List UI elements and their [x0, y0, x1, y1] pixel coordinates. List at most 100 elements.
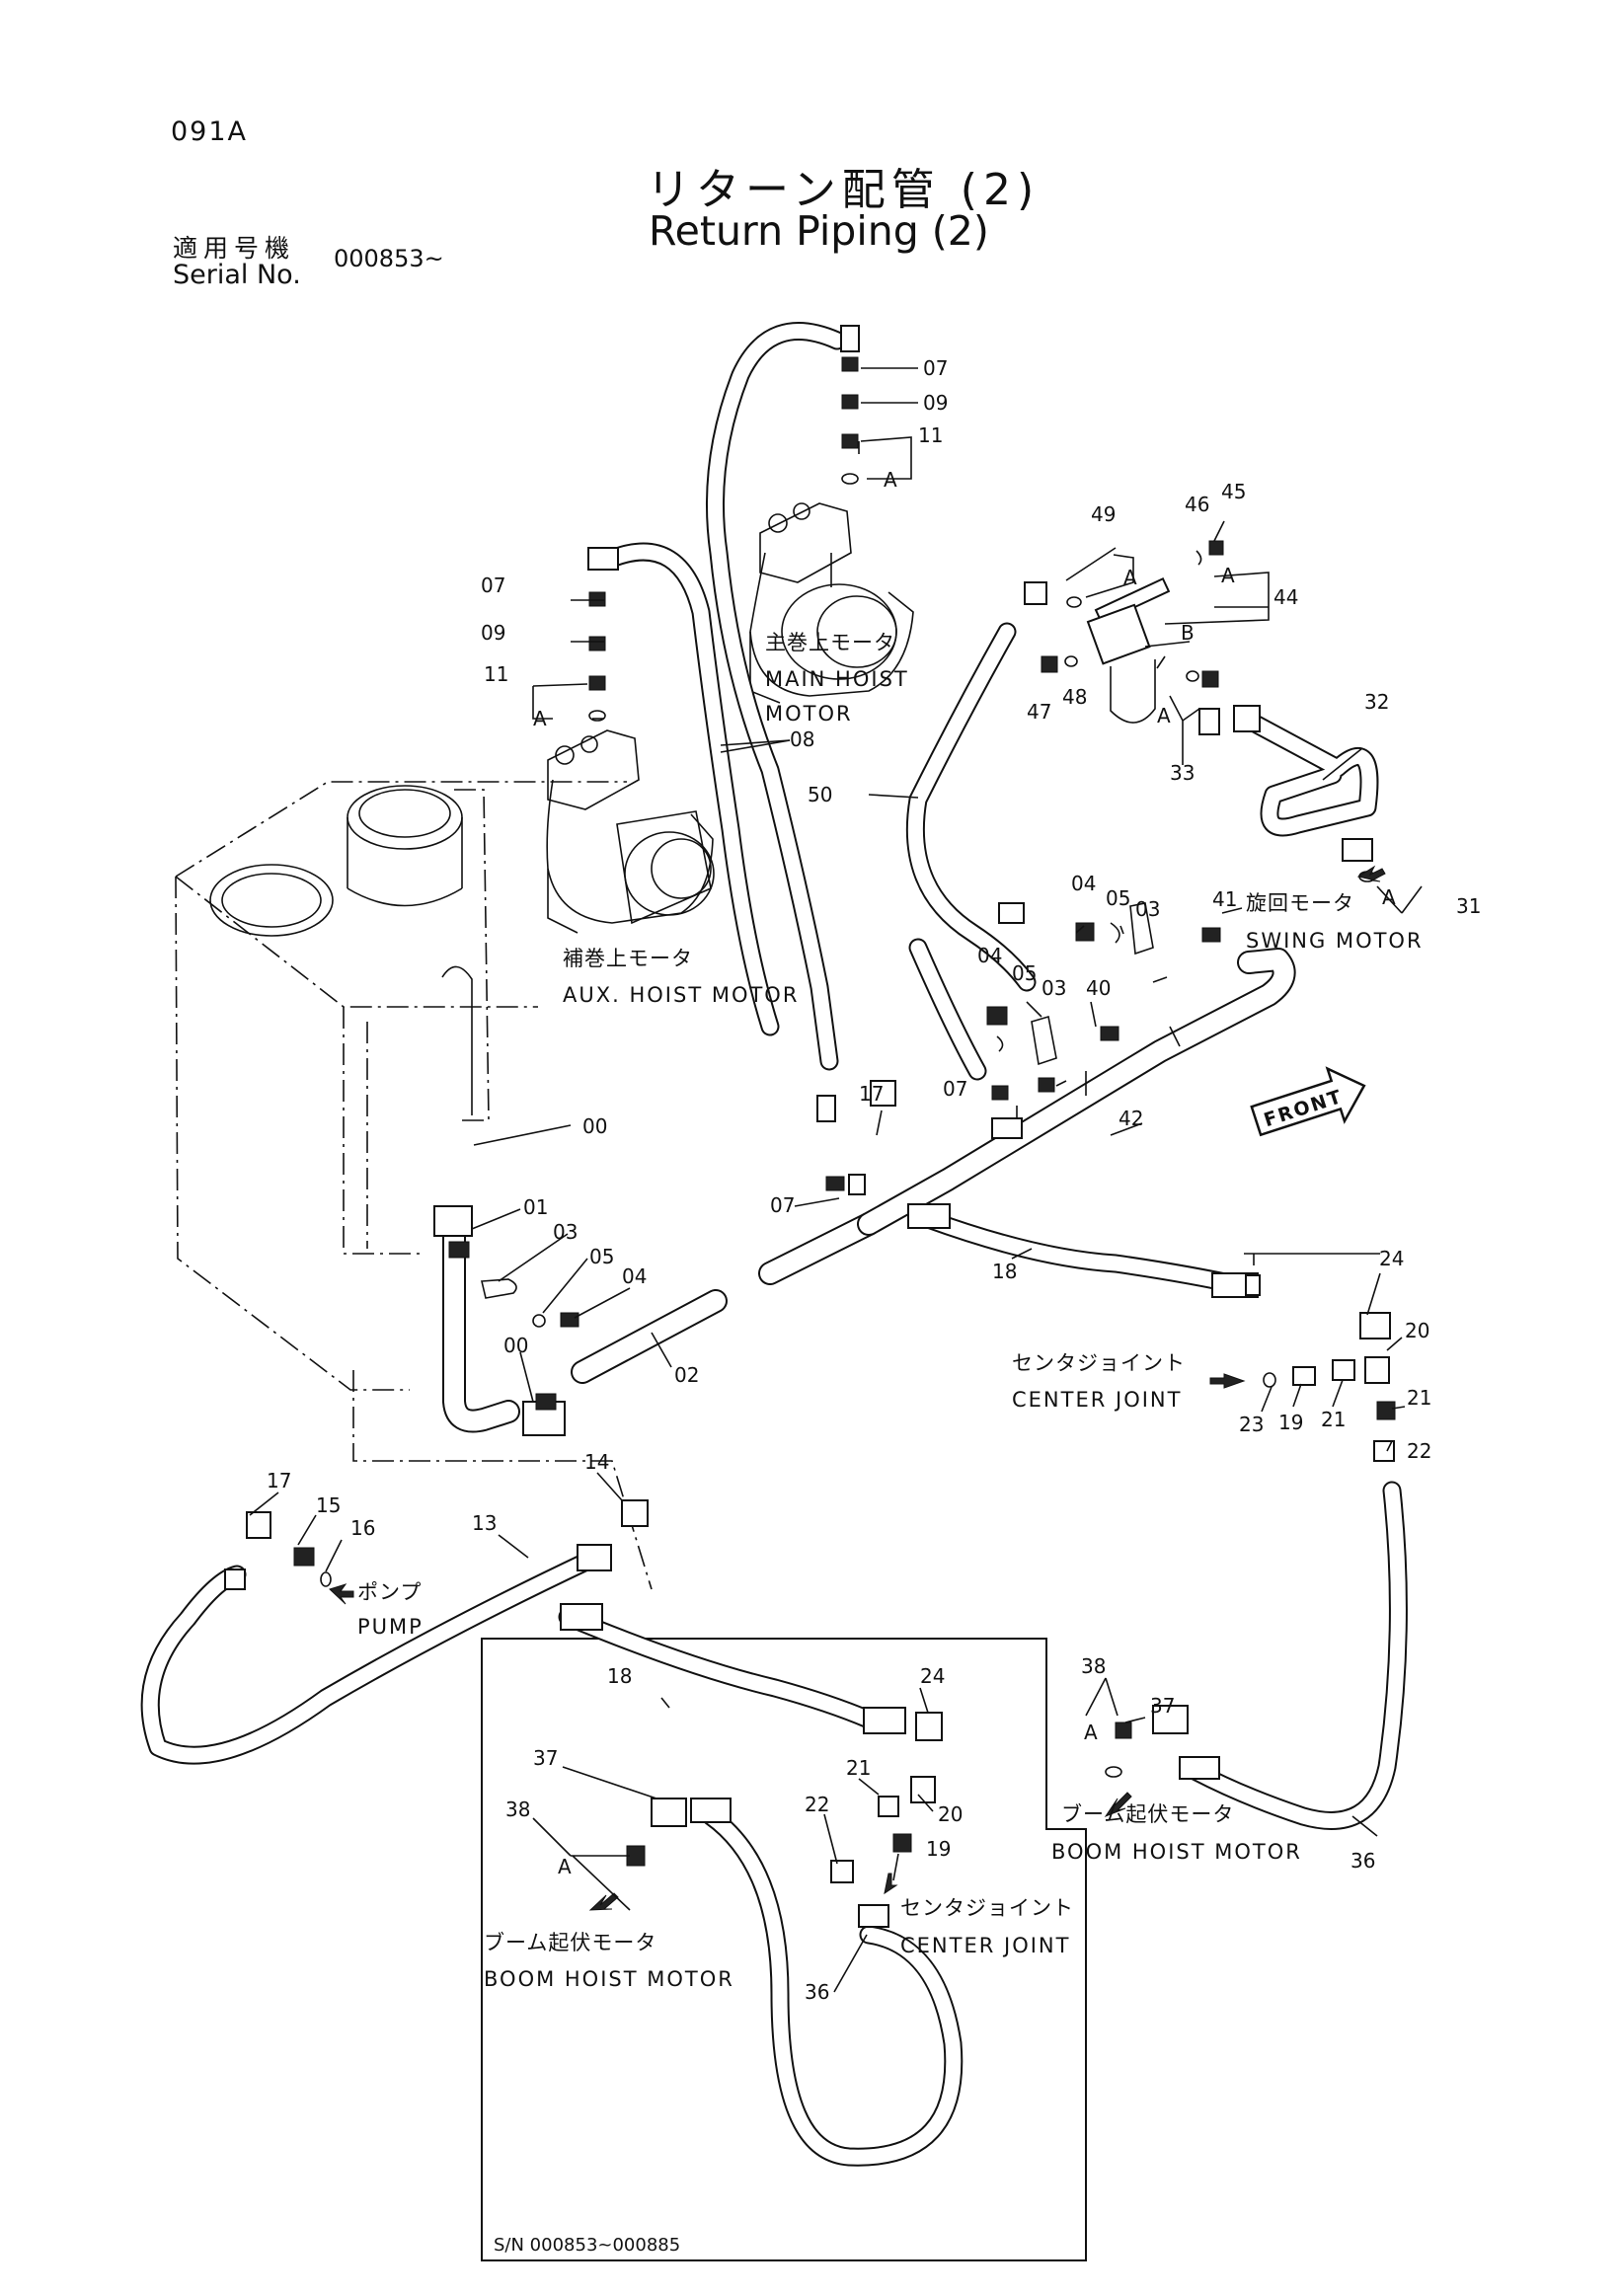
front-label: FRONT [1262, 1086, 1346, 1131]
callout-05-b: 05 [1012, 961, 1037, 985]
aux-hoist-motor-label-en: AUX. HOIST MOTOR [563, 983, 799, 1007]
main-hoist-motor-label-en-2: MOTOR [765, 702, 853, 726]
callout-aux-07: 07 [481, 574, 505, 597]
inset-callout-38: 38 [505, 1798, 530, 1821]
inset-callout-37: 37 [533, 1746, 558, 1770]
callout-33: 33 [1170, 761, 1195, 785]
callout-16: 16 [350, 1516, 375, 1540]
callout-33-a: A [1157, 704, 1171, 727]
main-hoist-motor-label-jp: 主巻上モータ [765, 631, 895, 654]
front-arrow: FRONT [1250, 1066, 1366, 1137]
callout-07-d: 07 [770, 1193, 795, 1217]
inset-callout-a: A [558, 1855, 572, 1878]
callout-38-a: A [1084, 1721, 1098, 1744]
callout-03-b: 03 [1041, 976, 1066, 1000]
hoses [140, 322, 1408, 1830]
callout-14: 14 [584, 1450, 609, 1474]
serial-label-japanese: 適用号機 [173, 234, 296, 263]
callout-01: 01 [523, 1195, 548, 1219]
pump-label-jp: ポンプ [357, 1580, 422, 1604]
callout-31: 31 [1456, 894, 1481, 918]
boom-hoist-motor-label-en: BOOM HOIST MOTOR [1051, 1840, 1302, 1864]
hydraulic-tank [175, 781, 653, 1590]
callout-13: 13 [472, 1511, 497, 1535]
inset-serial-range: S/N 000853~000885 [494, 2235, 680, 2256]
callout-48: 48 [1062, 685, 1087, 709]
callout-03-a: 03 [1135, 897, 1160, 921]
callout-00-b: 00 [503, 1334, 528, 1357]
callout-04-c: 04 [622, 1264, 647, 1288]
callout-05-a: 05 [1106, 886, 1130, 910]
callout-main-11: 11 [918, 423, 943, 447]
callout-main-09: 09 [923, 391, 948, 415]
callout-32: 32 [1364, 690, 1389, 714]
inset-center-joint-label-jp: センタジョイント [900, 1896, 1074, 1920]
callout-37: 37 [1150, 1694, 1175, 1718]
callout-03-c: 03 [553, 1220, 578, 1244]
callout-23: 23 [1239, 1413, 1264, 1436]
callout-08: 08 [790, 727, 814, 751]
callouts-main: 07 09 11 A 49 46 45 44 A B A 47 48 A 33 … [267, 356, 1481, 1873]
callout-18: 18 [992, 1260, 1017, 1283]
callout-04-b: 04 [977, 944, 1002, 967]
callout-41: 41 [1212, 887, 1237, 911]
inset-callout-36: 36 [805, 1980, 829, 2004]
center-joint-label-en: CENTER JOINT [1012, 1388, 1182, 1412]
swing-motor-label-jp: 旋回モータ [1246, 891, 1354, 915]
callout-00-a: 00 [582, 1114, 607, 1138]
callout-aux-a: A [533, 707, 547, 730]
inset-callout-24: 24 [920, 1664, 945, 1688]
callout-04-a: 04 [1071, 872, 1096, 895]
callout-24: 24 [1379, 1247, 1404, 1270]
callout-22: 22 [1407, 1439, 1431, 1463]
inset-callout-22: 22 [805, 1793, 829, 1816]
serial-label-english: Serial No. [173, 260, 301, 290]
callout-21-b: 21 [1321, 1408, 1346, 1431]
callout-36: 36 [1350, 1849, 1375, 1873]
inset-boom-hoist-motor-label-en: BOOM HOIST MOTOR [484, 1967, 734, 1991]
callout-aux-09: 09 [481, 621, 505, 645]
component-labels: 主巻上モータ MAIN HOIST MOTOR 補巻上モータ AUX. HOIS… [357, 631, 1424, 1864]
aux-hoist-motor-label-jp: 補巻上モータ [563, 947, 693, 970]
pump-label-en: PUMP [357, 1615, 424, 1639]
callout-40: 40 [1086, 976, 1111, 1000]
callout-44-b: B [1181, 621, 1195, 645]
center-joint-label-jp: センタジョイント [1012, 1351, 1186, 1375]
callout-45: 45 [1221, 480, 1246, 503]
inset-callout-19: 19 [926, 1837, 951, 1861]
callout-17-b: 17 [267, 1469, 291, 1492]
callout-47: 47 [1027, 700, 1051, 724]
callout-02: 02 [674, 1363, 699, 1387]
callout-49-a: A [1123, 566, 1137, 589]
inset-callout-21: 21 [846, 1756, 871, 1780]
title-english: Return Piping (2) [649, 207, 989, 255]
callout-20: 20 [1405, 1319, 1429, 1342]
inset-variant: 18 24 21 20 22 19 37 38 A 36 センタジョイント CE… [481, 1603, 1087, 2261]
callout-46: 46 [1185, 493, 1209, 516]
callout-main-a: A [884, 468, 897, 492]
inset-callout-18: 18 [607, 1664, 632, 1688]
aux-hoist-motor [546, 729, 715, 934]
fittings [224, 325, 1396, 1780]
page-code: 091A [171, 116, 249, 147]
inset-center-joint-label-en: CENTER JOINT [900, 1934, 1070, 1957]
title-japanese: リターン配管 (2) [647, 165, 1041, 215]
callout-38: 38 [1081, 1654, 1106, 1678]
inset-boom-hoist-motor-label-jp: ブーム起伏モータ [484, 1931, 656, 1954]
callout-leaders [249, 367, 1423, 1837]
callout-50: 50 [808, 783, 832, 806]
swing-return-pipe [857, 948, 1296, 1236]
inset-callout-20: 20 [938, 1802, 963, 1826]
callout-aux-11: 11 [484, 662, 508, 686]
callout-44: 44 [1273, 585, 1298, 609]
main-hoist-motor-label-en-1: MAIN HOIST [765, 667, 909, 691]
swing-motor-label-en: SWING MOTOR [1246, 929, 1424, 953]
boom-hoist-motor-label-jp: ブーム起伏モータ [1061, 1802, 1234, 1826]
callout-49: 49 [1091, 502, 1116, 526]
callout-44-a: A [1221, 564, 1235, 587]
callout-19: 19 [1278, 1411, 1303, 1434]
callout-31-a: A [1382, 885, 1396, 909]
callout-main-07: 07 [923, 356, 948, 380]
